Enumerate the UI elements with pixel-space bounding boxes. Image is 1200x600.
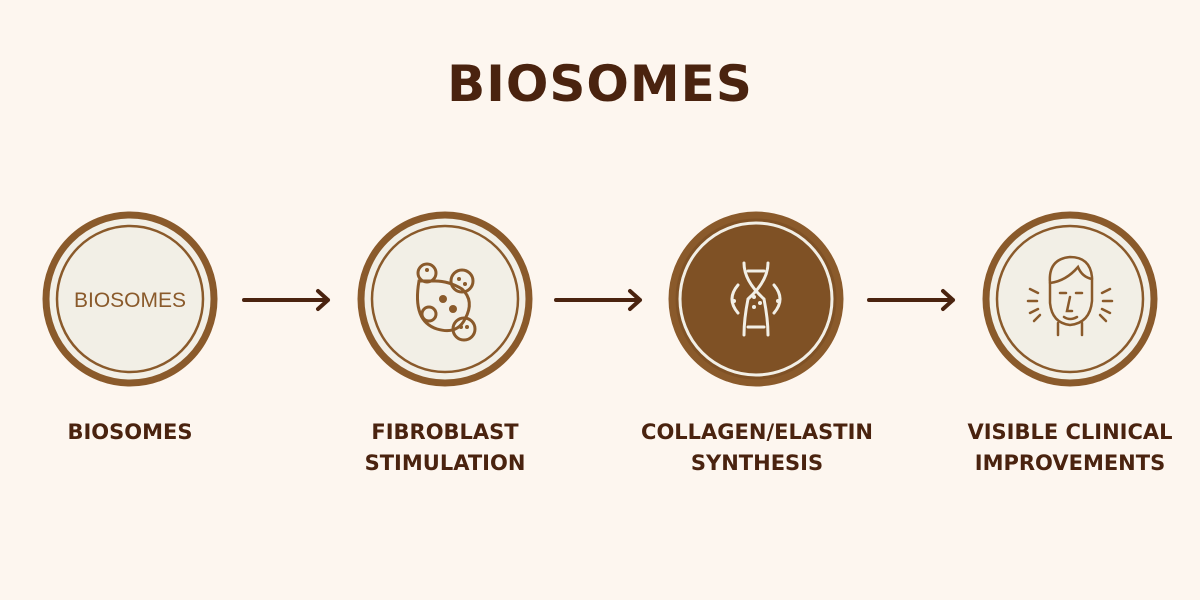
page-title: BIOSOMES <box>447 55 753 113</box>
face-glow-icon <box>982 211 1158 387</box>
arrow-right-icon <box>867 289 955 311</box>
label-line: SYNTHESIS <box>690 451 824 475</box>
label-line: VISIBLE CLINICAL <box>967 420 1173 444</box>
step-label: FIBROBLAST STIMULATION <box>315 417 575 479</box>
biosomes-badge-icon: BIOSOMES <box>42 211 218 387</box>
step-collagen <box>668 211 844 387</box>
step-fibroblast <box>357 211 533 387</box>
step-label: VISIBLE CLINICAL IMPROVEMENTS <box>940 417 1200 479</box>
label-line: IMPROVEMENTS <box>974 451 1166 475</box>
label-line: STIMULATION <box>364 451 526 475</box>
step-label: COLLAGEN/ELASTIN SYNTHESIS <box>627 417 887 479</box>
step-visible-improvements <box>982 211 1158 387</box>
label-line: BIOSOMES <box>67 420 193 444</box>
arrow-right-icon <box>554 289 642 311</box>
arrow-right-icon <box>242 289 330 311</box>
cells-icon <box>357 211 533 387</box>
step-biosomes: BIOSOMES <box>42 211 218 387</box>
step-label: BIOSOMES <box>0 417 260 448</box>
label-line: COLLAGEN/ELASTIN <box>641 420 873 444</box>
badge-text: BIOSOMES <box>74 289 186 312</box>
dna-icon <box>668 211 844 387</box>
label-line: FIBROBLAST <box>371 420 519 444</box>
